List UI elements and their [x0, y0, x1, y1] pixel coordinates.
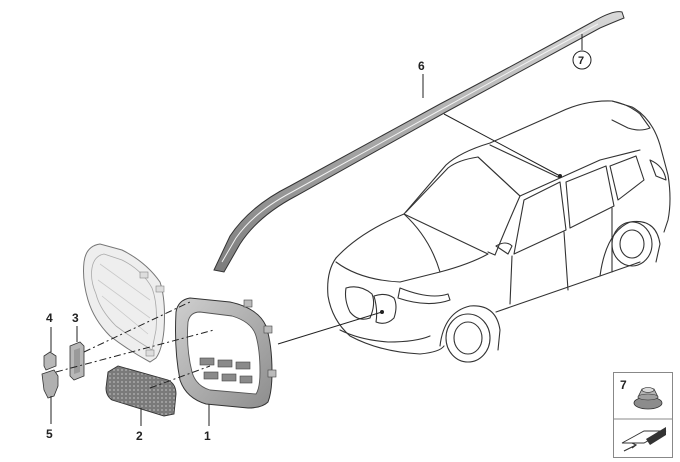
leader-lines — [50, 34, 583, 426]
callout-2: 2 — [136, 429, 143, 443]
legend-drawing: 7 — [614, 378, 672, 452]
callout-7-circled: 7 — [572, 50, 592, 70]
bracket-part-3 — [69, 341, 85, 381]
arrow-symbol-icon — [621, 427, 667, 452]
callout-6: 6 — [418, 59, 425, 73]
lower-grille-mesh — [105, 365, 177, 417]
callout-5: 5 — [46, 427, 53, 441]
grille-insert-ghost — [83, 243, 165, 363]
legend-box: 7 — [613, 372, 673, 458]
roof-rail — [213, 11, 625, 273]
callout-1: 1 — [204, 429, 211, 443]
nut-icon — [633, 387, 663, 410]
callout-7: 7 — [578, 55, 584, 67]
callout-3: 3 — [72, 311, 79, 325]
clip-part-5 — [41, 369, 59, 399]
legend-callout: 7 — [620, 378, 627, 392]
grille-frame — [175, 297, 277, 409]
callout-4: 4 — [46, 311, 53, 325]
vehicle-outline — [327, 100, 671, 363]
clip-part-4 — [43, 351, 57, 371]
grille-slats — [199, 357, 253, 384]
